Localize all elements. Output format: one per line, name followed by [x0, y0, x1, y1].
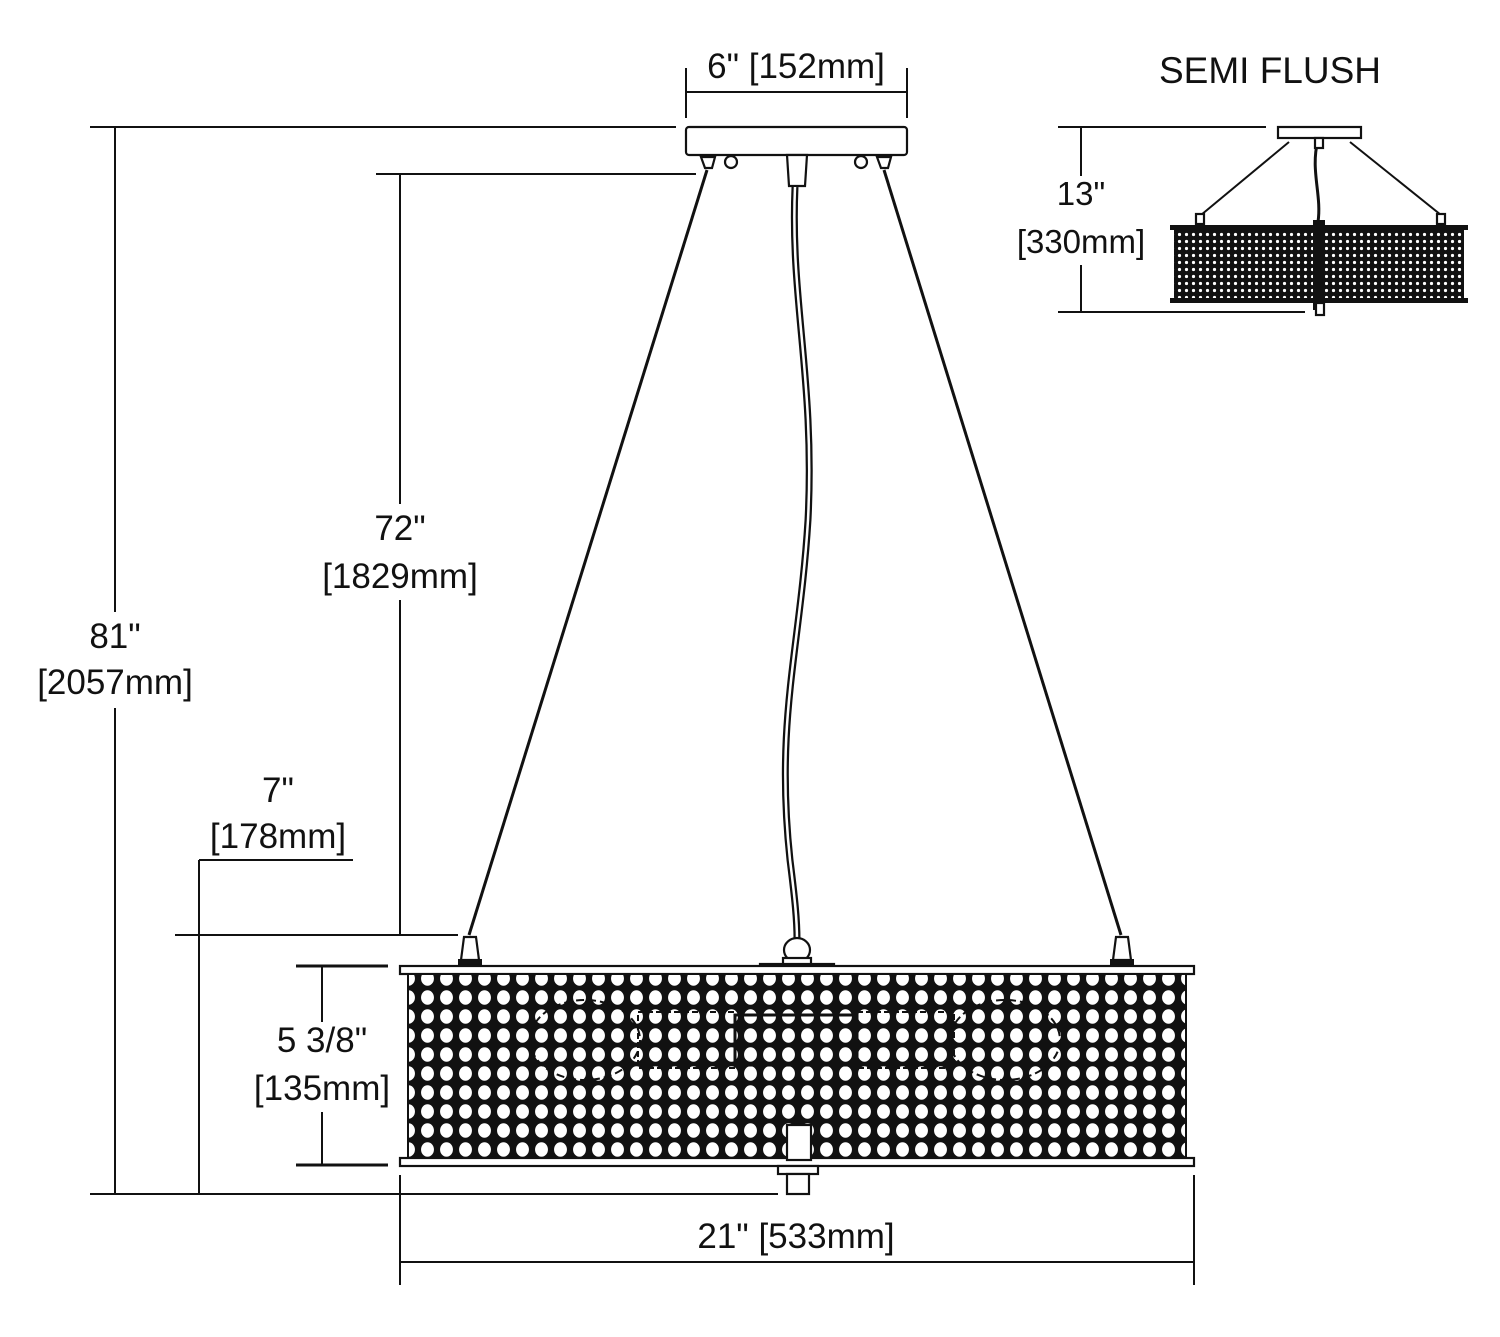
- semi-flush-height-inches: 13": [1057, 175, 1105, 212]
- shade-height-inches: 5 3/8": [277, 1021, 367, 1060]
- dimension-canopy-width: 6" [152mm]: [685, 47, 908, 118]
- mesh-drum-shade: [398, 964, 1196, 1196]
- dimension-hang-offset: 7" [178mm]: [198, 771, 353, 1194]
- canopy-width-label: 6" [152mm]: [707, 47, 885, 86]
- shade-height-mm: [135mm]: [254, 1069, 390, 1108]
- dimension-shade-height: 5 3/8" [135mm]: [254, 964, 390, 1167]
- semi-flush-inset: SEMI FLUSH 13" [330mm]: [1017, 50, 1468, 317]
- dimension-shade-width: 21" [533mm]: [399, 1175, 1195, 1285]
- canopy: [684, 125, 909, 188]
- overall-height-mm: [2057mm]: [37, 663, 193, 702]
- dimension-overall-height: 81" [2057mm]: [37, 126, 778, 1195]
- suspension-cables: [467, 169, 1123, 941]
- hang-offset-inches: 7": [262, 771, 294, 810]
- shade-width-label: 21" [533mm]: [697, 1217, 894, 1256]
- semi-flush-title: SEMI FLUSH: [1159, 50, 1381, 91]
- chain-length-inches: 72": [374, 509, 425, 548]
- overall-height-inches: 81": [89, 617, 140, 656]
- chain-length-mm: [1829mm]: [322, 557, 478, 596]
- hang-offset-mm: [178mm]: [210, 817, 346, 856]
- semi-flush-height-mm: [330mm]: [1017, 223, 1145, 260]
- dimension-chain-length: 72" [1829mm]: [175, 173, 696, 936]
